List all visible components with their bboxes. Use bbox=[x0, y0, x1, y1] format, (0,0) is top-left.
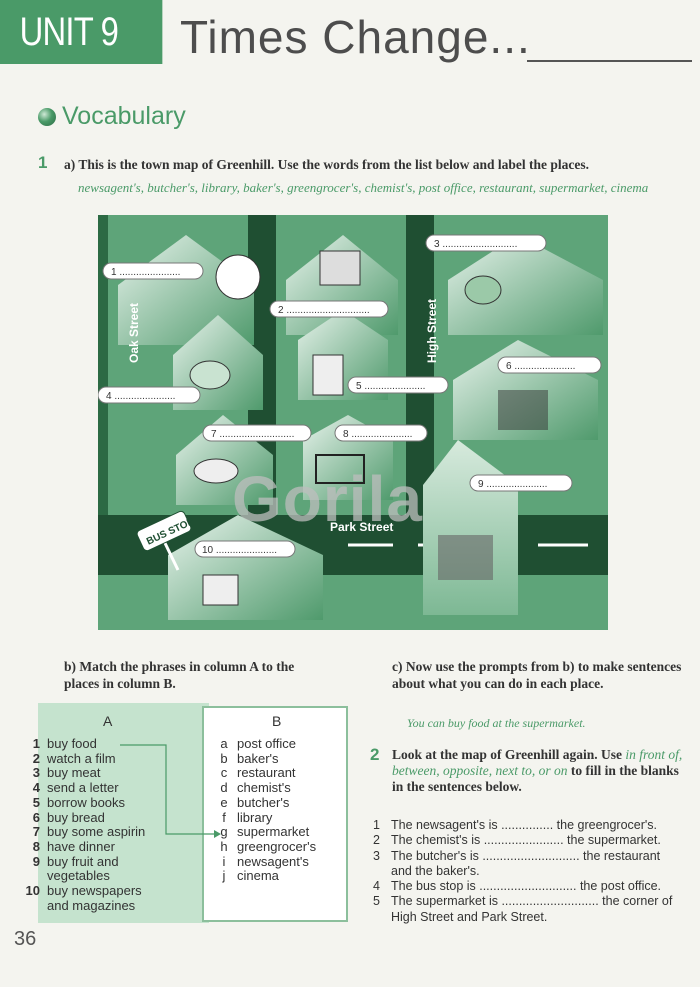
exercise-2-instruction: Look at the map of Greenhill again. Use … bbox=[392, 747, 683, 794]
section-heading: Vocabulary bbox=[38, 102, 186, 131]
map-label-2: 2 .............................. bbox=[278, 305, 370, 316]
list-item: and magazines bbox=[47, 897, 136, 913]
page-title: Times Change... bbox=[180, 11, 531, 63]
park-street-label: Park Street bbox=[330, 520, 393, 534]
title-rule bbox=[527, 60, 692, 62]
map-label-3: 3 ........................... bbox=[434, 239, 517, 250]
map-label-8: 8 ...................... bbox=[343, 429, 412, 440]
high-street-road bbox=[406, 215, 434, 515]
exercise-1b-instruction: b) Match the phrases in column A to the … bbox=[64, 659, 295, 691]
section-heading-text: Vocabulary bbox=[62, 102, 186, 130]
map-label-7: 7 ........................... bbox=[211, 429, 294, 440]
word-list: newsagent's, butcher's, library, baker's… bbox=[78, 180, 649, 195]
exercise-1c-instruction: c) Now use the prompts from b) to make s… bbox=[392, 659, 682, 691]
column-a-header: A bbox=[103, 713, 113, 729]
house-3 bbox=[448, 235, 603, 335]
map-label-6: 6 ...................... bbox=[506, 361, 575, 372]
page-number: 36 bbox=[14, 928, 37, 950]
map-label-1: 1 ...................... bbox=[111, 267, 180, 278]
map-label-5: 5 ...................... bbox=[356, 381, 425, 392]
town-map: Oak Street High Street Park Street BUS S… bbox=[98, 215, 608, 630]
map-label-10: 10 ...................... bbox=[202, 545, 277, 556]
high-street-label: High Street bbox=[425, 299, 439, 363]
list-item: vegetables bbox=[47, 868, 110, 884]
unit-badge: UNIT 9 bbox=[0, 0, 163, 64]
map-label-4: 4 ...................... bbox=[106, 391, 175, 402]
column-b-panel bbox=[202, 706, 348, 922]
house-4 bbox=[173, 315, 263, 410]
exercise-1c-example: You can buy food at the supermarket. bbox=[407, 716, 586, 730]
exercise-2-number: 2 bbox=[370, 745, 380, 764]
exercise-1a-instruction: a) This is the town map of Greenhill. Us… bbox=[64, 157, 590, 172]
oak-street-label: Oak Street bbox=[127, 303, 141, 363]
column-b-header: B bbox=[272, 713, 282, 729]
exercise-1-number: 1 bbox=[38, 153, 48, 172]
map-label-9: 9 ...................... bbox=[478, 479, 547, 490]
bullet-icon bbox=[38, 108, 56, 126]
watermark: Gorila bbox=[232, 463, 423, 535]
